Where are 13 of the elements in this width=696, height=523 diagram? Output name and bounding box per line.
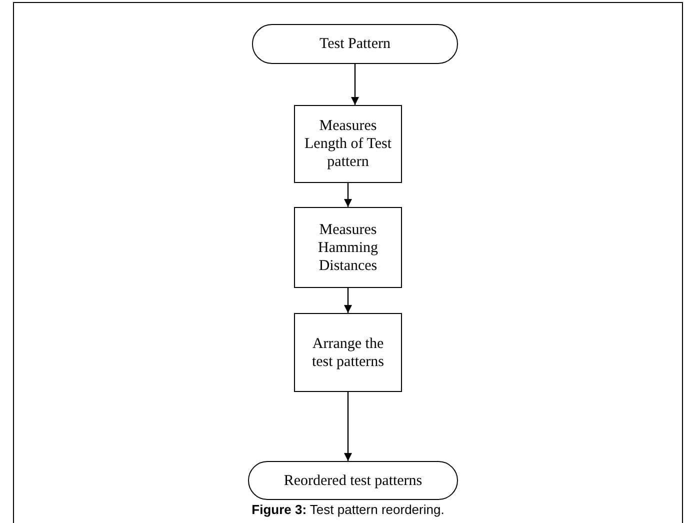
process-box (294, 207, 402, 288)
arrow (351, 64, 359, 105)
arrow (344, 392, 352, 461)
figure-caption: Figure 3: Test pattern reordering. (250, 502, 446, 517)
node-label: Test Pattern (319, 35, 390, 53)
arrow (344, 183, 352, 207)
process-box (294, 313, 402, 392)
node-label: Reordered test patterns (284, 472, 422, 490)
arrow (344, 288, 352, 313)
node-label: Measures Hamming Distances (317, 220, 379, 274)
process-box (294, 105, 402, 183)
node-label: Measures Length of Test pattern (304, 117, 392, 171)
node-label: Arrange the test patterns (310, 334, 386, 370)
